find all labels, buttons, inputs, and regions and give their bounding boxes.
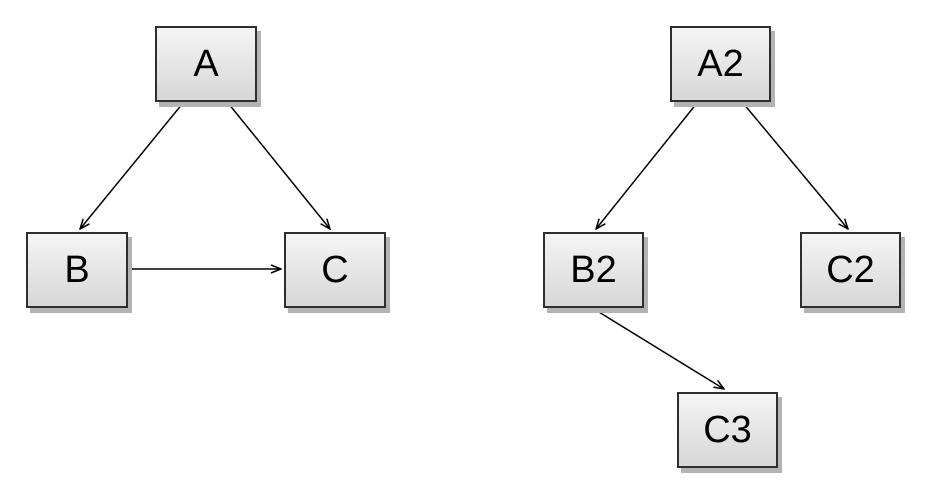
edge-A2-B2[interactable] [596, 102, 698, 229]
node-C[interactable]: C [284, 232, 386, 308]
node-C2[interactable]: C2 [800, 232, 901, 308]
node-label: B2 [570, 249, 617, 291]
node-label: C2 [826, 249, 875, 291]
node-B2[interactable]: B2 [543, 232, 644, 308]
node-label: C [321, 249, 349, 291]
node-label: C3 [703, 409, 752, 451]
node-A2[interactable]: A2 [670, 26, 771, 102]
node-label: B [64, 249, 90, 291]
node-B[interactable]: B [26, 232, 128, 308]
edge-B2-C3[interactable] [593, 308, 724, 389]
edge-A-C[interactable] [227, 102, 330, 229]
edge-A-B[interactable] [80, 102, 184, 229]
node-label: A2 [697, 43, 744, 85]
node-A[interactable]: A [155, 26, 257, 102]
node-label: A [193, 43, 219, 85]
node-C3[interactable]: C3 [677, 392, 778, 468]
edge-A2-C2[interactable] [742, 102, 848, 229]
